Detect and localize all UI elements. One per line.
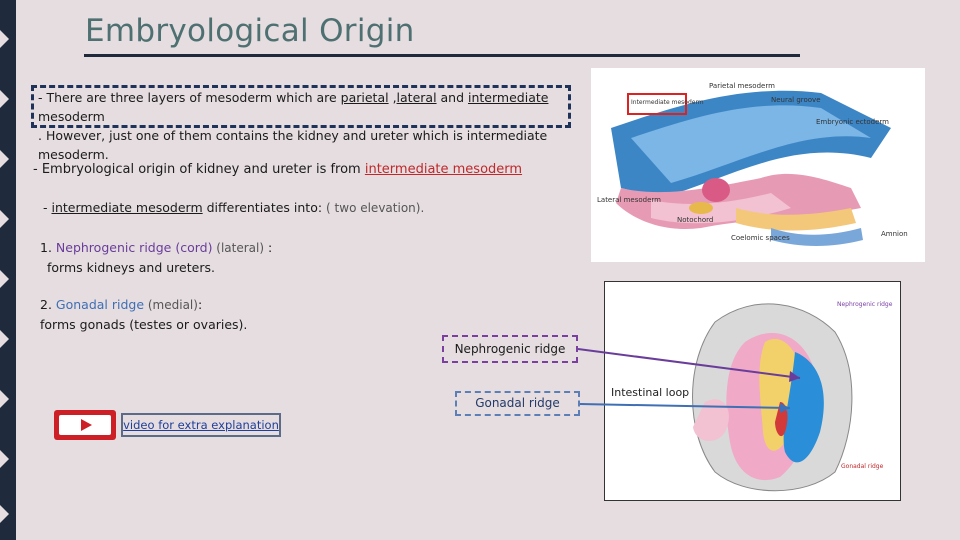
origin-statement: - Embryological origin of kidney and ure… (33, 162, 522, 177)
list-item-heading: 1. Nephrogenic ridge (cord) (lateral) : (40, 238, 272, 258)
differentiation-statement: - intermediate mesoderm differentiates i… (43, 200, 424, 215)
mesoderm-layers-box: - There are three layers of mesoderm whi… (31, 85, 571, 162)
video-explanation-link[interactable]: video for extra explanation (121, 413, 281, 437)
box-line-1: - There are three layers of mesoderm whi… (38, 88, 564, 126)
term-lateral: lateral (396, 90, 437, 105)
figure-label: Lateral mesoderm (597, 196, 661, 204)
term-intermediate: intermediate (468, 90, 549, 105)
figure-label: Notochord (677, 216, 713, 224)
text-span: mesoderm (38, 109, 105, 124)
strip-notch (0, 210, 9, 228)
list-number: 1. (40, 240, 56, 255)
figure-label: Nephrogenic ridge (837, 301, 893, 308)
mesoderm-diagram: Parietal mesoderm Neural groove Intermed… (597, 82, 908, 246)
strip-notch (0, 505, 9, 523)
gonadal-ridge-label: Gonadal ridge (455, 391, 580, 416)
mesoderm-figure: Parietal mesoderm Neural groove Intermed… (591, 68, 925, 262)
strip-notch (0, 90, 9, 108)
strip-notch (0, 330, 9, 348)
term-intermediate-mesoderm: intermediate mesoderm (51, 200, 203, 215)
figure-label: Neural groove (771, 96, 821, 104)
figure-label: Amnion (881, 230, 908, 238)
title-underline (84, 54, 800, 57)
text-span: and (436, 90, 469, 105)
elevation-note: ( two elevation). (326, 201, 425, 215)
strip-notch (0, 30, 9, 48)
position-note: (lateral) (212, 241, 265, 255)
figure-label: Coelomic spaces (731, 234, 790, 242)
strip-notch (0, 150, 9, 168)
list-item-description: forms kidneys and ureters. (47, 260, 215, 275)
text-span: , (388, 90, 397, 105)
ridges-figure: Nephrogenic ridge Intestinal loop Gonada… (604, 281, 901, 501)
box-line-2: . However, just one of them contains the… (38, 128, 548, 162)
position-note: (medial) (144, 298, 198, 312)
strip-notch (0, 390, 9, 408)
ridges-diagram: Nephrogenic ridge Intestinal loop Gonada… (611, 301, 893, 492)
text-span: - Embryological origin of kidney and ure… (33, 162, 365, 177)
list-item: 1. Nephrogenic ridge (cord) (lateral) : … (40, 238, 272, 277)
list-item: 2. Gonadal ridge (medial): forms gonads … (40, 295, 247, 334)
figure-label: Parietal mesoderm (709, 82, 775, 90)
text-span: : (264, 240, 273, 255)
list-item-heading: 2. Gonadal ridge (medial): (40, 295, 247, 315)
figure-label: Intestinal loop (611, 386, 689, 399)
figure-label: Embryonic ectoderm (816, 118, 889, 126)
figure-label: Gonadal ridge (841, 463, 884, 470)
strip-notch (0, 270, 9, 288)
strip-notch (0, 450, 9, 468)
list-item-description: forms gonads (testes or ovaries). (40, 317, 248, 332)
video-play-button-face (59, 415, 111, 435)
play-icon (81, 419, 92, 431)
text-span: differentiates into: (202, 200, 327, 215)
nephrogenic-ridge-term: Nephrogenic ridge (cord) (55, 240, 213, 255)
gonadal-ridge-term: Gonadal ridge (55, 297, 145, 312)
page-title: Embryological Origin (85, 13, 415, 49)
text-span: - (43, 200, 52, 215)
figure-label: Intermediate mesoderm (631, 99, 704, 106)
text-span: - There are three layers of mesoderm whi… (38, 90, 341, 105)
term-parietal: parietal (340, 90, 389, 105)
text-span: : (197, 297, 203, 312)
video-play-button[interactable] (54, 410, 116, 440)
nephrogenic-ridge-label: Nephrogenic ridge (442, 335, 578, 363)
intermediate-mesoderm-highlight: intermediate mesoderm (364, 162, 523, 177)
list-number: 2. (40, 297, 56, 312)
